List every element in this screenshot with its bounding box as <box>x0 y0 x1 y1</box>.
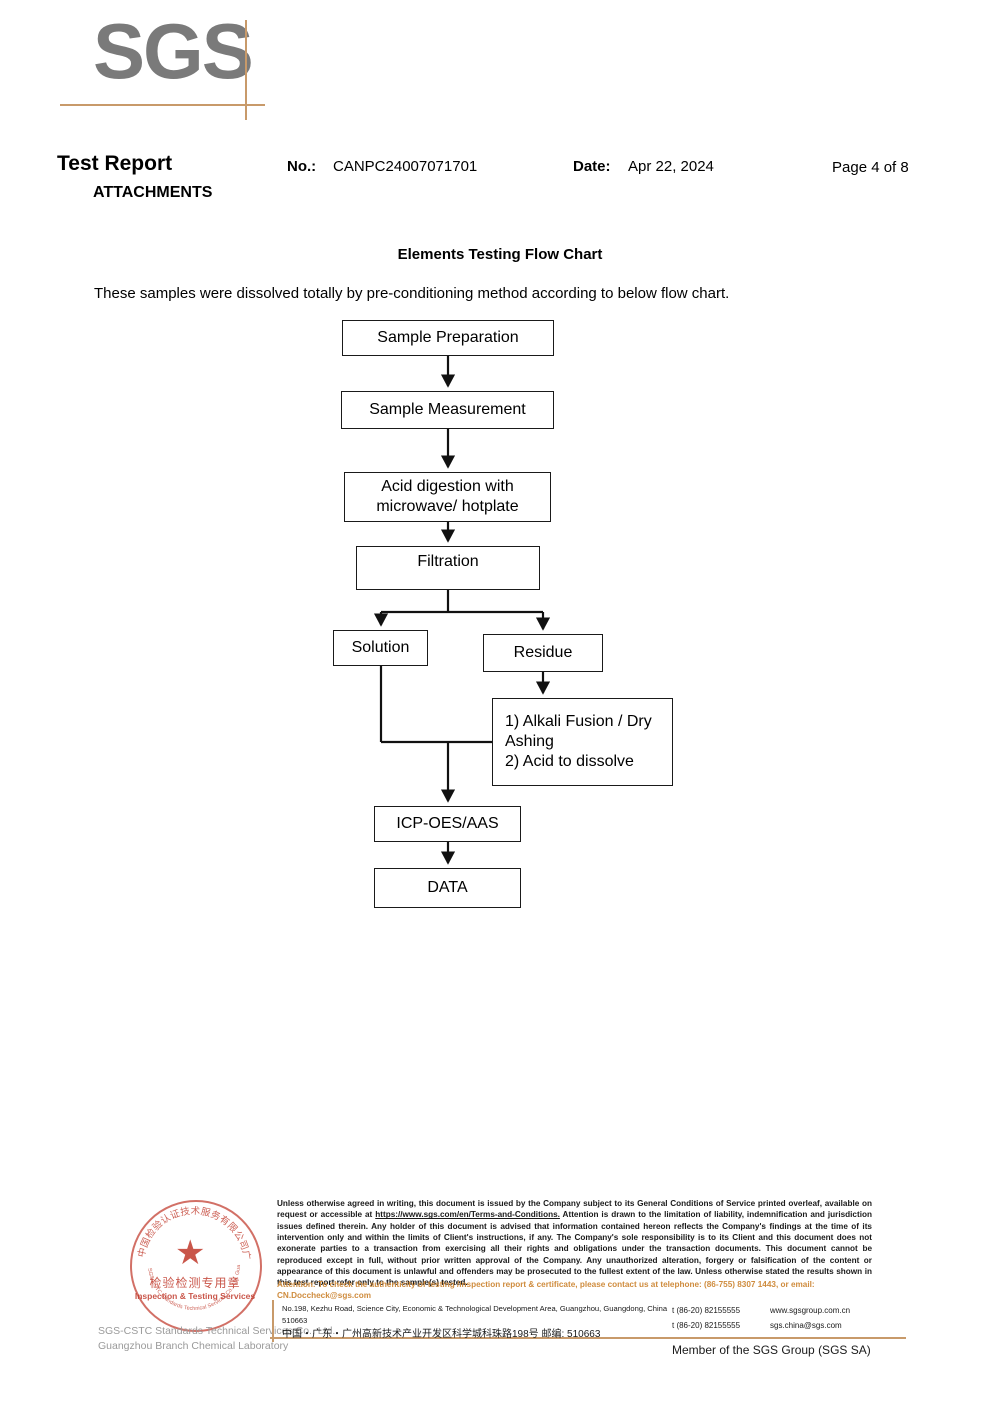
flow-node-residue: Residue <box>483 634 603 672</box>
report-no-label: No.: <box>287 158 317 175</box>
flow-node-label: Residue <box>513 644 573 661</box>
member-of-sgs-group: Member of the SGS Group (SGS SA) <box>672 1343 871 1357</box>
flow-node-label: 1) Alkali Fusion / Dry Ashing 2) Acid to… <box>505 713 652 770</box>
flow-node-solution: Solution <box>333 630 428 666</box>
flow-chart-heading: Elements Testing Flow Chart <box>397 246 603 263</box>
flow-node-label: ICP-OES/AAS <box>396 815 499 832</box>
website-url[interactable]: www.sgsgroup.com.cn <box>770 1306 851 1315</box>
legal-disclaimer: Unless otherwise agreed in writing, this… <box>277 1198 872 1289</box>
sgs-logo-text: SGS <box>93 7 254 95</box>
logo-vertical-rule <box>245 20 247 120</box>
flow-node-alkali-fusion: 1) Alkali Fusion / Dry Ashing 2) Acid to… <box>492 698 673 786</box>
footer-horizontal-rule <box>270 1337 906 1339</box>
flow-node-label: Filtration <box>417 553 479 570</box>
report-date-value: Apr 22, 2024 <box>628 158 714 175</box>
flow-node-label: Acid digestion with microwave/ hotplate <box>376 478 519 515</box>
sgs-logo: SGS <box>60 12 290 123</box>
flow-node-label: DATA <box>427 879 468 896</box>
address-english: No.198, Kezhu Road, Science City, Econom… <box>282 1304 668 1325</box>
flow-node-icp-oes-aas: ICP-OES/AAS <box>374 806 521 842</box>
legal-text-part-2: Attention is drawn to the limitation of … <box>277 1210 872 1288</box>
telephone-line-1: t (86-20) 82155555 <box>672 1306 741 1315</box>
flow-node-sample-preparation: Sample Preparation <box>342 320 554 356</box>
lab-name-line-2: Guangzhou Branch Chemical Laboratory <box>98 1340 289 1352</box>
flow-node-data: DATA <box>374 868 521 908</box>
address-chinese: 中国・广东・广州高新技术产业开发区科学城科珠路198号 邮编: 510663 <box>282 1328 601 1340</box>
page-title: Test Report <box>57 152 173 175</box>
footer-vertical-rule <box>272 1300 274 1342</box>
page-subtitle: ATTACHMENTS <box>93 184 213 201</box>
attention-notice: Attention: To check the authenticity of … <box>277 1280 815 1301</box>
telephone-block: t (86-20) 82155555 t (86-20) 82155555 <box>672 1303 740 1333</box>
flow-node-label: Sample Preparation <box>377 329 519 346</box>
web-contact-block: www.sgsgroup.com.cn sgs.china@sgs.com <box>770 1303 850 1333</box>
contact-email[interactable]: sgs.china@sgs.com <box>770 1321 842 1331</box>
star-icon: ★ <box>175 1234 206 1272</box>
logo-horizontal-rule <box>60 104 265 106</box>
flow-node-sample-measurement: Sample Measurement <box>341 391 554 429</box>
lab-name-line-1: SGS-CSTC Standards Technical Services Co… <box>98 1325 336 1337</box>
seal-arc-text: 中国检验认证技术服务有限公司广州分公司 SGS-CSTC Standards T… <box>130 1200 253 1312</box>
company-seal-stamp: 中国检验认证技术服务有限公司广州分公司 SGS-CSTC Standards T… <box>98 1198 335 1352</box>
flow-node-acid-digestion: Acid digestion with microwave/ hotplate <box>344 472 551 522</box>
legal-text-part-1: Unless otherwise agreed in writing, this… <box>277 1199 872 1220</box>
flow-node-filtration: Filtration <box>356 546 540 590</box>
page-number: Page 4 of 8 <box>832 159 909 176</box>
terms-and-conditions-link[interactable]: https://www.sgs.com/en/Terms-and-Conditi… <box>375 1210 560 1220</box>
telephone-line-2: t (86-20) 82155555 <box>672 1321 741 1331</box>
flow-chart-description: These samples were dissolved totally by … <box>94 285 730 302</box>
seal-circle <box>130 1200 262 1332</box>
address-block: No.198, Kezhu Road, Science City, Econom… <box>282 1303 682 1342</box>
seal-english-text: Inspection & Testing Services <box>134 1291 256 1301</box>
flow-node-label: Solution <box>351 639 410 656</box>
report-date-label: Date: <box>573 158 611 175</box>
report-no-value: CANPC24007071701 <box>333 158 478 175</box>
seal-chinese-text: 检验检测专用章 <box>149 1276 241 1290</box>
flow-node-label: Sample Measurement <box>369 401 526 418</box>
